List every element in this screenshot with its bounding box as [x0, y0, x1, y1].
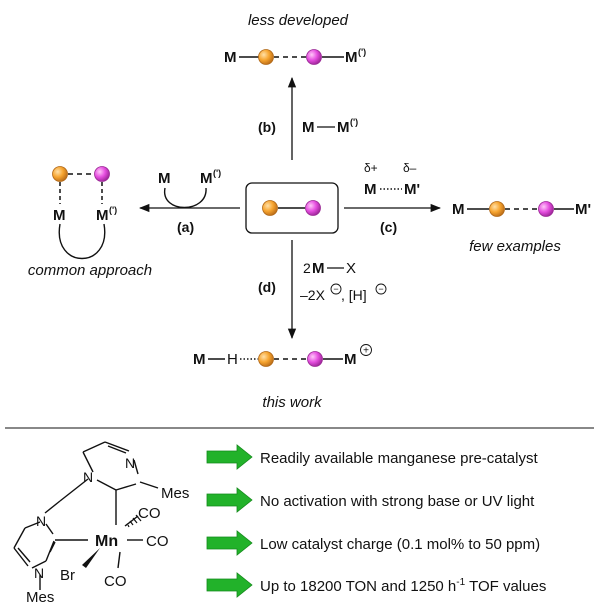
svg-text:CO: CO [138, 505, 161, 522]
svg-text:No activation with strong base: No activation with strong base or UV lig… [260, 493, 535, 510]
right-chain: M M' [452, 201, 591, 218]
green-arrow-icon [206, 530, 253, 556]
magenta-atom [94, 166, 110, 182]
green-arrow-icon [206, 444, 253, 470]
magenta-atom [538, 201, 554, 217]
svg-text:2: 2 [303, 260, 311, 276]
svg-text:M: M [53, 207, 66, 224]
step-a-label: (a) [177, 219, 194, 235]
svg-text:X: X [346, 260, 356, 277]
svg-text:('): (') [213, 168, 221, 178]
svg-text:CO: CO [146, 533, 169, 550]
reagent-d: 2 M X –2X − , [H] − [300, 260, 387, 303]
svg-text:M: M [158, 170, 171, 187]
svg-text:M: M [337, 119, 350, 136]
orange-atom [52, 166, 68, 182]
reagent-c: δ+ δ– M M' [364, 161, 420, 198]
svg-text:M: M [452, 201, 465, 218]
svg-text:N: N [83, 469, 93, 485]
label-less-developed: less developed [248, 12, 349, 29]
label-this-work: this work [262, 394, 323, 411]
svg-text:Mes: Mes [26, 589, 54, 604]
label-few-examples: few examples [469, 238, 561, 255]
hash-bond-co [127, 514, 142, 528]
svg-text:M: M [200, 170, 213, 187]
green-arrow-icon [206, 487, 253, 513]
svg-text:−: − [378, 284, 383, 294]
wedge-bond-br [82, 548, 100, 568]
svg-text:N: N [34, 565, 44, 581]
svg-text:('): (') [350, 117, 358, 127]
svg-text:−: − [333, 284, 338, 294]
svg-text:Br: Br [60, 567, 75, 584]
svg-text:CO: CO [104, 573, 127, 590]
svg-text:Readily available manganese pr: Readily available manganese pre-catalyst [260, 450, 538, 467]
svg-text:M: M [193, 351, 206, 368]
green-arrow-icon [206, 572, 253, 598]
svg-text:M: M [312, 260, 325, 277]
bottom-chain: M H M + [193, 344, 372, 368]
step-b-label: (b) [258, 119, 276, 135]
feature-item: No activation with strong base or UV lig… [206, 487, 535, 513]
magenta-atom [306, 49, 322, 65]
top-chain: M M (') [224, 47, 366, 66]
feature-item: Readily available manganese pre-catalyst [206, 444, 538, 470]
top-chain-m-prime: M [345, 49, 358, 66]
svg-text:Mn: Mn [95, 533, 118, 550]
svg-text:+: + [363, 346, 369, 357]
svg-text:δ+: δ+ [364, 161, 378, 175]
svg-text:M: M [364, 181, 377, 198]
svg-text:N: N [36, 513, 46, 529]
orange-atom [489, 201, 505, 217]
feature-list: Readily available manganese pre-catalyst… [206, 444, 546, 598]
svg-text:M': M' [575, 201, 591, 218]
orange-atom [258, 49, 274, 65]
svg-text:M: M [302, 119, 315, 136]
svg-text:Low catalyst charge (0.1 mol%: Low catalyst charge (0.1 mol% to 50 ppm) [260, 536, 540, 553]
svg-text:–2X: –2X [300, 287, 326, 303]
top-chain-m: M [224, 49, 237, 66]
svg-text:('): (') [109, 205, 117, 215]
catalyst-labels: N Mes N N N Mes Mn CO CO CO Br [26, 455, 189, 604]
svg-text:Up to 18200 TON and 1250 h-1 T: Up to 18200 TON and 1250 h-1 TOF values [260, 577, 546, 595]
orange-atom [262, 200, 278, 216]
step-c-label: (c) [380, 219, 397, 235]
feature-item: Low catalyst charge (0.1 mol% to 50 ppm) [206, 530, 540, 556]
feature-item: Up to 18200 TON and 1250 h-1 TOF values [206, 572, 546, 598]
svg-text:δ–: δ– [403, 161, 417, 175]
reagent-b: M M (') [302, 117, 358, 136]
svg-text:M: M [344, 351, 357, 368]
svg-text:M: M [96, 207, 109, 224]
svg-text:Mes: Mes [161, 485, 189, 502]
left-complex: M M (') [52, 166, 117, 259]
svg-text:H: H [227, 351, 238, 368]
step-d-label: (d) [258, 279, 276, 295]
svg-text:N: N [125, 455, 135, 471]
magenta-atom [307, 351, 323, 367]
catalyst-structure [13, 441, 159, 590]
label-common-approach: common approach [28, 262, 152, 279]
magenta-atom [305, 200, 321, 216]
top-chain-prime: (') [358, 47, 366, 57]
center-pair [262, 200, 321, 216]
reagent-a: M M (') [158, 168, 221, 209]
orange-atom [258, 351, 274, 367]
svg-text:, [H]: , [H] [341, 287, 367, 303]
svg-text:M': M' [404, 181, 420, 198]
